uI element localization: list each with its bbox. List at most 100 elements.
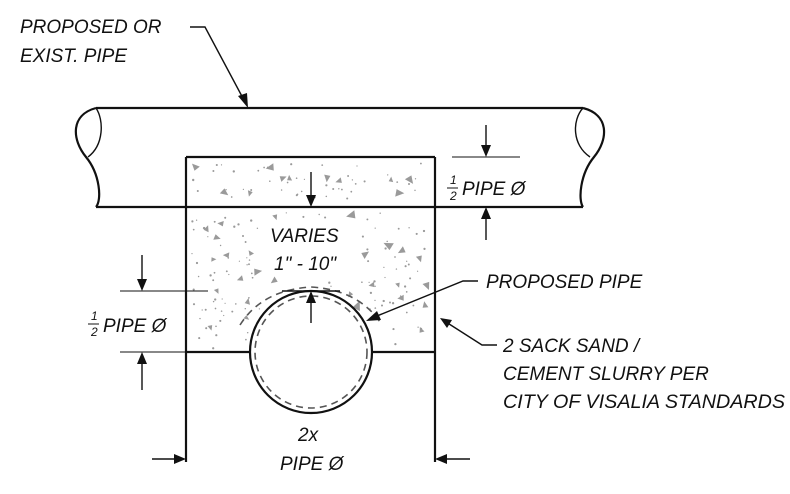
aggregate-dot <box>280 189 283 191</box>
aggregate-dot <box>196 189 199 193</box>
aggregate-dot <box>230 196 233 198</box>
aggregate-dot <box>212 169 215 173</box>
aggregate-stone <box>236 275 244 281</box>
aggregate-dot <box>238 260 241 262</box>
aggregate-dot <box>242 188 245 191</box>
aggregate-dot <box>213 271 216 274</box>
aggregate-dot <box>380 304 384 307</box>
aggregate-dot <box>402 248 404 251</box>
aggregate-dot <box>414 189 416 192</box>
aggregate-dot <box>405 311 408 314</box>
aggregate-dot <box>403 285 407 288</box>
aggregate-stone <box>388 176 394 183</box>
aggregate-dot <box>269 180 271 182</box>
aggregate-dot <box>396 181 399 183</box>
aggregate-dot <box>417 326 419 328</box>
slurry-label-line3: CITY OF VISALIA STANDARDS <box>503 392 785 413</box>
aggregate-dot <box>408 227 410 229</box>
left-dim-fraction-denominator: 2 <box>90 325 98 339</box>
aggregate-dot <box>408 183 410 185</box>
existing-pipe-left-break-inner <box>87 107 102 158</box>
aggregate-stone <box>422 301 429 308</box>
aggregate-dot <box>340 188 343 191</box>
aggregate-dot <box>212 347 215 350</box>
aggregate-dot <box>379 212 381 214</box>
aggregate-dot <box>192 178 195 182</box>
existing-pipe-label-line1: PROPOSED OR <box>20 17 162 38</box>
slurry-label-line2: CEMENT SLURRY PER <box>503 364 709 385</box>
aggregate-dot <box>266 166 269 169</box>
aggregate-stone <box>395 189 405 197</box>
proposed-pipe-inner <box>254 295 368 409</box>
aggregate-dot <box>250 219 253 222</box>
aggregate-stone <box>404 175 414 184</box>
aggregate-stone <box>279 176 287 182</box>
aggregate-dot <box>369 291 373 295</box>
slurry-aggregate-texture <box>191 162 430 350</box>
aggregate-stone <box>324 174 331 183</box>
aggregate-dot <box>224 216 227 219</box>
aggregate-dot <box>201 309 203 311</box>
proposed-pipe-leader-arrow <box>366 311 381 321</box>
aggregate-dot <box>256 227 259 229</box>
aggregate-dot <box>399 295 402 297</box>
aggregate-dot <box>237 223 240 226</box>
aggregate-dot <box>246 331 249 334</box>
aggregate-stone <box>254 268 263 276</box>
aggregate-stone <box>422 281 430 290</box>
top-dim-lower-arrow <box>481 207 491 219</box>
aggregate-dot <box>347 175 350 177</box>
aggregate-dot <box>195 219 198 221</box>
slurry-leader <box>445 321 497 346</box>
aggregate-dot <box>350 190 353 193</box>
aggregate-dot <box>245 338 247 341</box>
aggregate-stone <box>368 281 375 288</box>
existing-pipe-right-break-inner <box>574 107 591 158</box>
aggregate-dot <box>220 164 223 166</box>
aggregate-dot <box>257 169 260 172</box>
aggregate-dot <box>346 197 349 200</box>
existing-pipe-left-break <box>74 106 101 208</box>
aggregate-dot <box>225 189 227 191</box>
aggregate-dot <box>325 184 328 187</box>
aggregate-dot <box>367 260 370 263</box>
aggregate-dot <box>234 303 237 305</box>
proposed-pipe-label: PROPOSED PIPE <box>486 272 643 293</box>
aggregate-dot <box>295 177 298 180</box>
aggregate-dot <box>416 270 419 272</box>
existing-pipe-leader-arrow <box>238 93 248 108</box>
aggregate-dot <box>387 174 389 176</box>
left-dim-label: PIPE Ø <box>103 316 168 337</box>
aggregate-dot <box>192 288 195 291</box>
aggregate-dot <box>406 260 408 262</box>
aggregate-dot <box>244 307 247 310</box>
width-label-line1: 2x <box>297 425 320 446</box>
aggregate-dot <box>392 328 395 331</box>
aggregate-dot <box>415 232 418 235</box>
aggregate-dot <box>407 263 410 266</box>
slurry-label-line1: 2 SACK SAND / <box>502 336 641 357</box>
aggregate-dot <box>192 228 195 231</box>
aggregate-dot <box>374 285 376 287</box>
aggregate-stone <box>244 298 250 305</box>
aggregate-stone <box>383 242 394 251</box>
varies-dim-lower-arrow <box>306 291 316 303</box>
width-dim-right-arrow <box>435 454 447 464</box>
existing-pipe-label-line2: EXIST. PIPE <box>20 46 127 67</box>
aggregate-stone <box>211 257 217 262</box>
aggregate-stone <box>272 214 278 221</box>
aggregate-dot <box>373 280 376 283</box>
aggregate-stone <box>207 325 213 331</box>
aggregate-dot <box>250 189 253 191</box>
aggregate-dot <box>419 162 422 165</box>
width-dim-left-arrow <box>174 454 186 464</box>
aggregate-dot <box>202 226 206 230</box>
aggregate-dot <box>383 266 385 269</box>
aggregate-dot <box>332 187 335 191</box>
aggregate-dot <box>295 194 298 197</box>
aggregate-dot <box>205 327 208 330</box>
aggregate-dot <box>285 212 287 214</box>
aggregate-stone <box>247 190 253 197</box>
aggregate-stone <box>222 252 230 258</box>
